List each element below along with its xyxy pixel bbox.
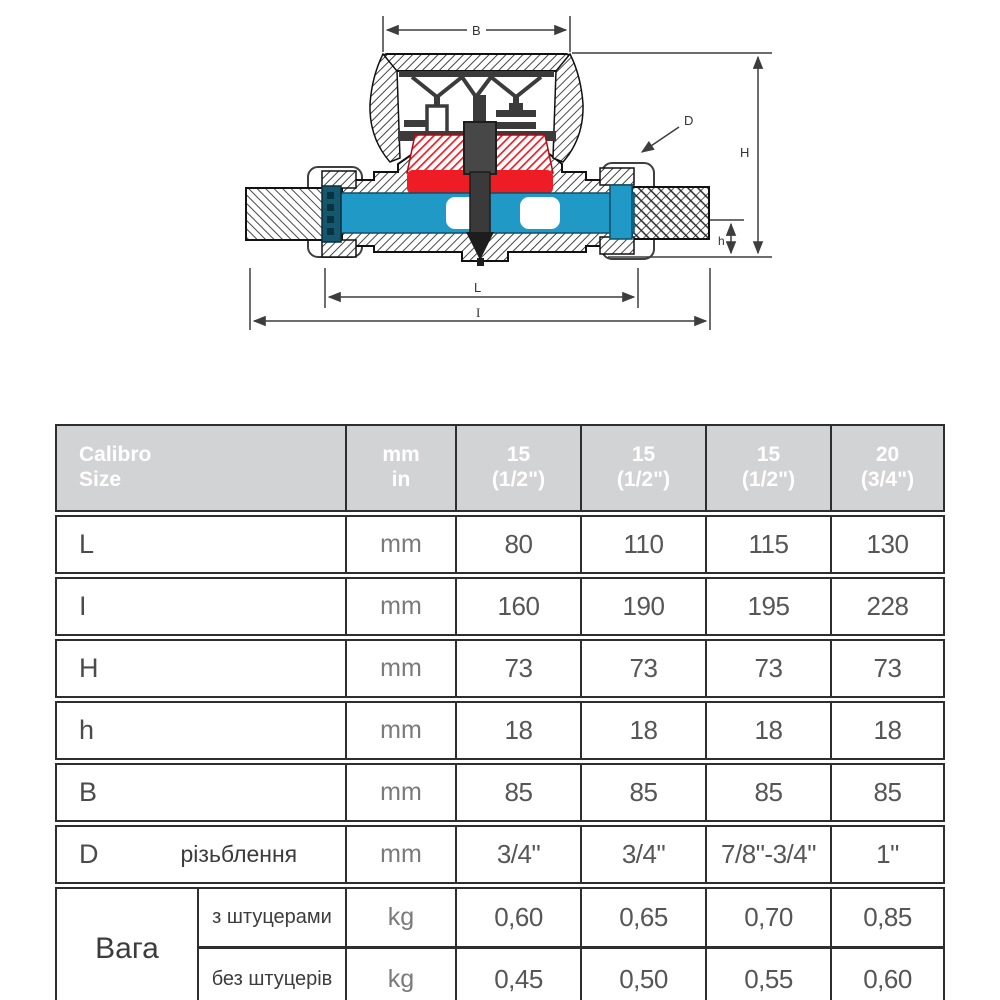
dim-l-label: L <box>474 280 481 295</box>
register-cap-right-wall <box>552 52 584 163</box>
weight-value: 0,85 <box>863 902 912 932</box>
row-label: B <box>79 777 98 807</box>
waterway-opening-right <box>520 197 560 229</box>
row-value: 228 <box>866 591 909 621</box>
dim-i-label: I <box>476 305 480 320</box>
weight-value: 0,60 <box>863 963 912 994</box>
weight-value: 0,65 <box>619 902 668 932</box>
row-label: D <box>79 839 99 869</box>
row-value: 3/4" <box>496 839 541 869</box>
weight-value: 0,55 <box>744 963 793 994</box>
weight-value: 0,70 <box>744 902 793 932</box>
row-value: 18 <box>873 715 902 745</box>
row-value: 85 <box>873 777 902 807</box>
row-unit: mm <box>380 530 422 558</box>
table-weight-block: Вага з штуцерами kg 0,60 0,65 0,70 0,85 … <box>55 887 945 1000</box>
dim-d-label: D <box>684 113 693 128</box>
left-ring-thread-dots <box>327 192 334 235</box>
turbine-spindle <box>463 95 497 266</box>
row-value: 85 <box>629 777 658 807</box>
weight-value: 0,45 <box>494 963 543 994</box>
row-unit: mm <box>380 840 422 868</box>
row-value: 130 <box>866 529 909 559</box>
table-row-D: D різьблення mm 3/4" 3/4" 7/8"-3/4" 1" <box>55 825 945 884</box>
right-tailpiece <box>631 186 710 240</box>
dim-h-small-label: h <box>718 234 725 248</box>
row-value: 18 <box>504 715 533 745</box>
row-label: h <box>79 715 95 745</box>
weight-unit: kg <box>387 903 415 931</box>
row-value: 73 <box>754 653 783 683</box>
left-navy-ring <box>321 185 342 243</box>
row-unit: mm <box>380 592 422 620</box>
row-note-thread: різьблення <box>180 841 298 867</box>
table-row-I: I mm 160 190 195 228 <box>55 577 945 636</box>
row-label: H <box>79 653 99 683</box>
row-value: 73 <box>629 653 658 683</box>
row-label: I <box>79 591 87 621</box>
row-value: 160 <box>497 591 540 621</box>
dimension-lines <box>249 16 772 330</box>
weight-sublabel-without-fittings: без штуцерів <box>211 967 333 990</box>
table-row-H: H mm 73 73 73 73 <box>55 639 945 698</box>
right-nut-section-top <box>599 167 635 186</box>
row-value: 7/8"-3/4" <box>721 839 816 869</box>
weight-sublabel-with-fittings: з штуцерами <box>212 906 332 928</box>
weight-value: 0,50 <box>619 963 668 994</box>
row-value: 85 <box>754 777 783 807</box>
row-value: 3/4" <box>621 839 666 869</box>
row-value: 73 <box>873 653 902 683</box>
table-row-h: h mm 18 18 18 18 <box>55 701 945 760</box>
row-value: 195 <box>747 591 790 621</box>
row-unit: mm <box>380 778 422 806</box>
weight-label: Вага <box>95 932 159 965</box>
dim-h-label: H <box>740 145 749 160</box>
right-blue-ring <box>609 184 633 240</box>
row-unit: mm <box>380 716 422 744</box>
row-value: 110 <box>623 529 664 559</box>
row-value: 80 <box>504 529 533 559</box>
row-unit: mm <box>380 654 422 682</box>
header-size-15-1: 15(1/2") <box>455 426 580 510</box>
water-meter-cross-section-diagram: B H h L I D <box>245 16 772 330</box>
left-tailpiece <box>245 187 325 241</box>
header-size-20: 20(3/4") <box>830 426 943 510</box>
row-value: 85 <box>504 777 533 807</box>
dim-b-label: B <box>472 23 481 38</box>
header-size-15-2: 15(1/2") <box>580 426 705 510</box>
row-value: 115 <box>748 529 789 559</box>
row-value: 18 <box>629 715 658 745</box>
weight-unit: kg <box>387 964 415 993</box>
weight-value: 0,60 <box>494 902 543 932</box>
header-size-15-3: 15(1/2") <box>705 426 830 510</box>
row-value: 73 <box>504 653 533 683</box>
row-value: 190 <box>622 591 665 621</box>
dim-b-label-bg <box>467 22 486 38</box>
register-cap-top <box>382 53 571 72</box>
register-cap-left-wall <box>369 52 401 163</box>
table-row-B: B mm 85 85 85 85 <box>55 763 945 822</box>
table-row-L: L mm 80 110 115 130 <box>55 515 945 574</box>
row-value: 1" <box>876 839 899 869</box>
row-value: 18 <box>754 715 783 745</box>
row-label: L <box>79 529 95 559</box>
